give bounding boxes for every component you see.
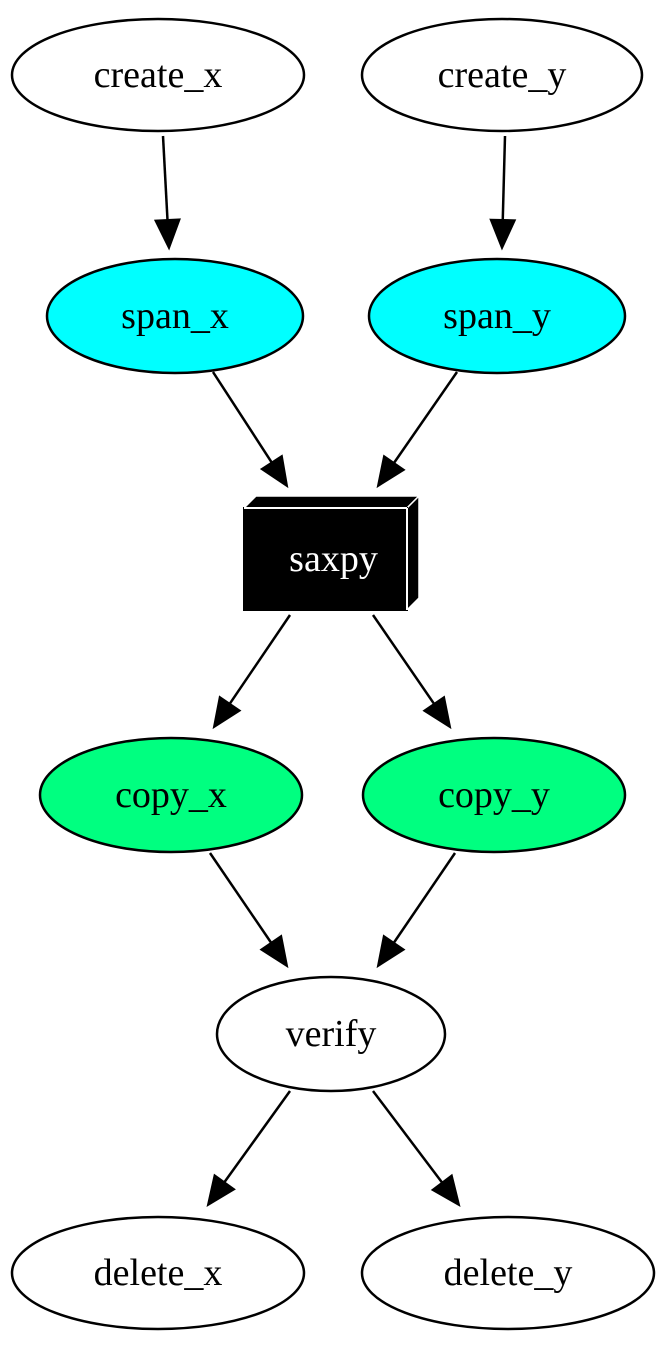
node-label: span_x	[121, 295, 229, 337]
node-span-y: span_y	[367, 257, 627, 375]
node-shape	[361, 736, 627, 854]
node-create-x: create_x	[10, 17, 306, 133]
edge-line	[161, 135, 169, 221]
edge-line	[211, 371, 273, 464]
node-shape	[10, 1215, 306, 1331]
arrowhead-icon	[489, 218, 517, 251]
edges-layer	[153, 135, 517, 1208]
box-side-face	[406, 494, 420, 612]
node-label: delete_y	[444, 1252, 573, 1294]
node-shape	[215, 975, 447, 1093]
arrowhead-icon	[376, 934, 406, 969]
node-label: copy_x	[115, 774, 227, 816]
edge-line	[392, 852, 457, 944]
node-label: saxpy	[289, 538, 378, 580]
edge-line	[228, 614, 292, 705]
arrowhead-icon	[422, 695, 452, 730]
edge-line	[372, 1090, 444, 1184]
node-label: delete_x	[94, 1252, 223, 1294]
edge-copy_x-to-verify	[208, 852, 289, 969]
node-copy-x: copy_x	[38, 736, 304, 854]
edge-saxpy-to-copy_y	[371, 614, 452, 730]
node-copy-y: copy_y	[361, 736, 627, 854]
node-shape	[45, 257, 305, 375]
edge-verify-to-delete_y	[372, 1090, 461, 1208]
edge-create_y-to-span_y	[489, 135, 517, 251]
arrowhead-icon	[153, 218, 181, 251]
arrowhead-icon	[259, 454, 289, 489]
node-delete-x: delete_x	[10, 1215, 306, 1331]
edge-saxpy-to-copy_x	[212, 614, 292, 730]
node-shape	[10, 17, 306, 133]
edge-line	[501, 135, 507, 221]
edge-span_y-to-saxpy	[376, 371, 459, 489]
node-delete-y: delete_y	[360, 1215, 656, 1331]
edge-line	[392, 371, 459, 464]
arrowhead-icon	[259, 934, 289, 969]
node-shape	[360, 17, 644, 133]
edge-create_x-to-span_x	[153, 135, 181, 251]
arrowhead-icon	[212, 695, 242, 730]
box-top-face	[242, 495, 421, 509]
node-verify: verify	[215, 975, 447, 1093]
edge-verify-to-delete_x	[206, 1090, 292, 1208]
arrowhead-icon	[376, 454, 406, 489]
edge-line	[371, 614, 436, 705]
node-saxpy: saxpy	[242, 494, 421, 612]
node-shape	[360, 1215, 656, 1331]
arrowhead-icon	[206, 1173, 236, 1208]
edge-line	[223, 1090, 292, 1183]
node-shape	[367, 257, 627, 375]
node-label: create_y	[438, 54, 567, 96]
node-label: verify	[286, 1013, 377, 1055]
node-label: create_x	[94, 54, 223, 96]
edge-span_x-to-saxpy	[211, 371, 289, 489]
node-label: copy_y	[438, 774, 550, 816]
node-span-x: span_x	[45, 257, 305, 375]
arrowhead-icon	[430, 1173, 461, 1208]
node-shape	[38, 736, 304, 854]
edge-copy_y-to-verify	[376, 852, 457, 969]
node-create-y: create_y	[360, 17, 644, 133]
edge-line	[208, 852, 273, 944]
node-label: span_y	[443, 295, 551, 337]
